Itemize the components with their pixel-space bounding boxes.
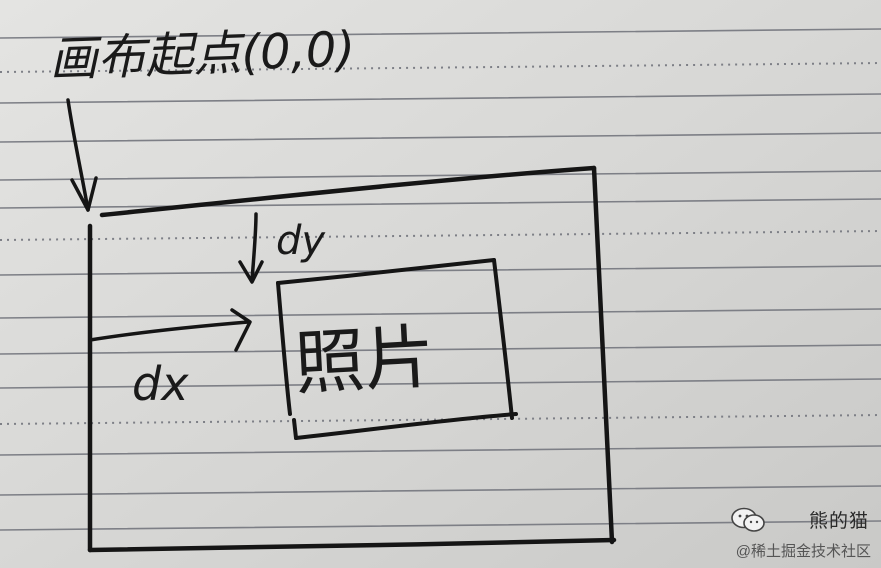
photo-label: 照片 [293, 316, 437, 405]
ruled-line [0, 445, 881, 456]
dx-arrow [88, 308, 252, 352]
dx-label: dx [132, 357, 189, 411]
ruled-line [0, 308, 881, 319]
ruled-line [0, 198, 881, 209]
origin-arrow [66, 98, 98, 212]
canvas-rectangle [87, 165, 617, 553]
ruled-line [0, 265, 881, 276]
canvas-origin-label: 画布起点(0,0) [48, 21, 356, 88]
wechat-icon [731, 507, 765, 532]
photo-rectangle [276, 258, 518, 440]
ruled-line [0, 485, 881, 496]
ruled-line [0, 378, 881, 389]
watermark: 熊的猫 @稀土掘金技术社区 [693, 506, 873, 562]
watermark-site: @稀土掘金技术社区 [735, 543, 871, 560]
ruled-line [0, 170, 881, 181]
watermark-author: 熊的猫 [808, 511, 869, 532]
ruled-line [0, 132, 881, 143]
ruled-line [0, 344, 881, 355]
ruled-line [0, 93, 881, 104]
ruled-lines [0, 28, 881, 531]
dy-arrow [238, 212, 264, 284]
ruled-line [0, 28, 881, 39]
dy-label: dy [276, 218, 326, 264]
